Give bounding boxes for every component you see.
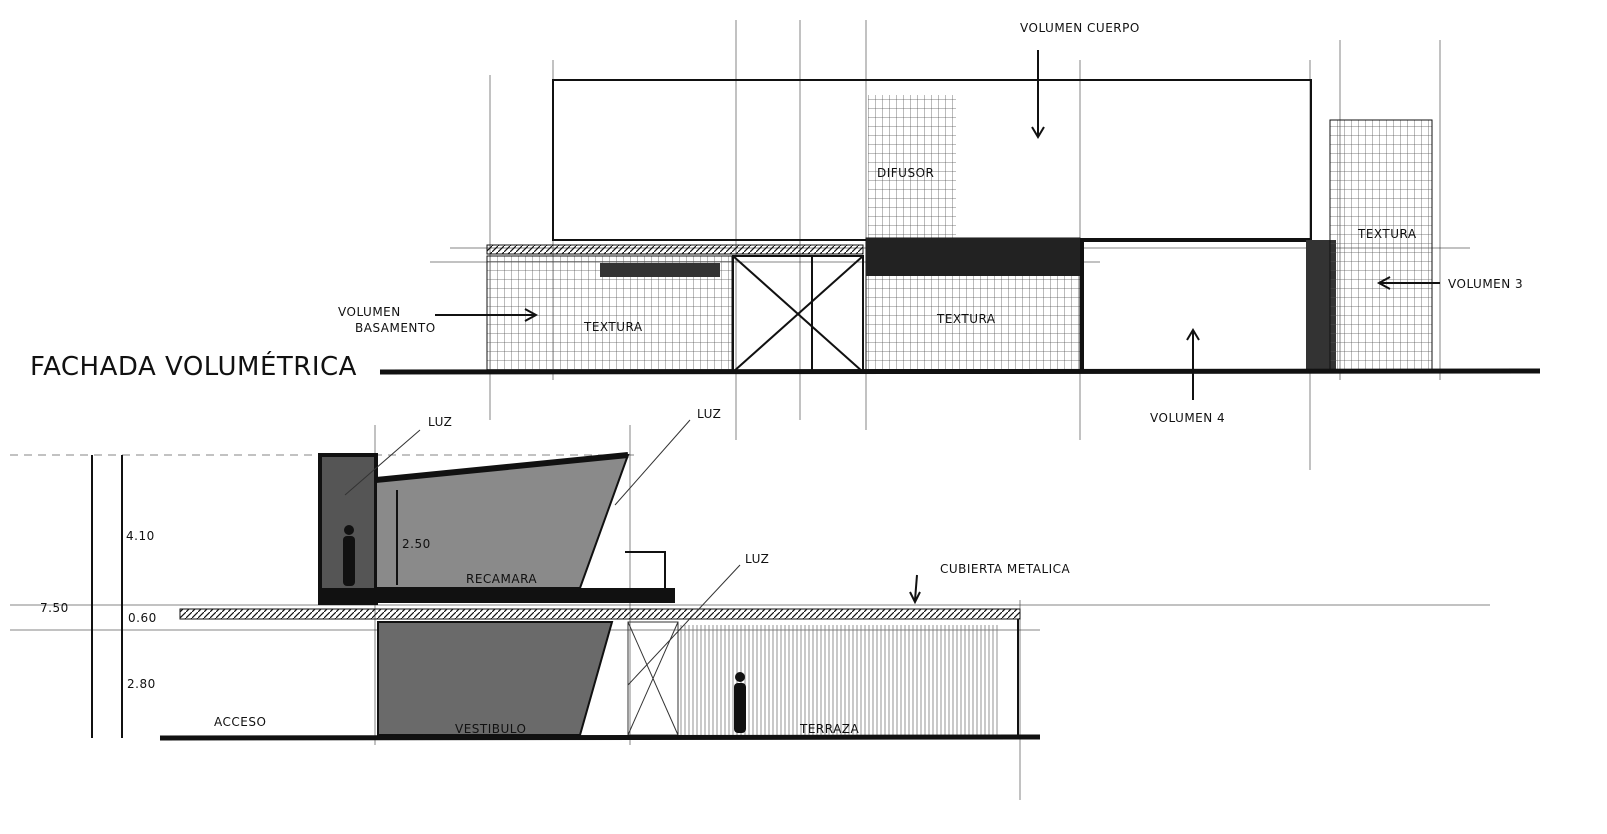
glass-panel bbox=[732, 255, 864, 373]
difusor-panel bbox=[868, 95, 956, 240]
luz-arrows bbox=[344, 419, 741, 686]
dim-upper: 4.10 bbox=[126, 529, 155, 543]
arrow-right bbox=[435, 308, 539, 322]
label-recamara: RECAMARA bbox=[466, 572, 537, 586]
dim-total: 7.50 bbox=[40, 601, 69, 615]
dim-room: 2.50 bbox=[402, 537, 431, 551]
label-volumen-basamento-1: VOLUMEN bbox=[338, 305, 401, 319]
label-volumen-basamento-2: BASAMENTO bbox=[355, 321, 436, 335]
volumen-3-block bbox=[1329, 119, 1433, 373]
vestibulo-volume bbox=[377, 621, 614, 736]
label-volumen-4: VOLUMEN 4 bbox=[1150, 411, 1225, 425]
label-volumen-cuerpo: VOLUMEN CUERPO bbox=[1020, 21, 1140, 35]
upper-floor-slab bbox=[320, 588, 675, 603]
arrow-up bbox=[1186, 328, 1200, 400]
label-textura-1: TEXTURA bbox=[583, 320, 643, 334]
cubierta-slab bbox=[179, 608, 1021, 620]
section-ground-line bbox=[159, 734, 1041, 741]
person-figures bbox=[343, 525, 746, 733]
slab bbox=[486, 244, 864, 255]
balcony-rail bbox=[625, 551, 666, 588]
section-drawing bbox=[91, 419, 1041, 741]
dim-slab: 0.60 bbox=[128, 611, 157, 625]
label-textura-2: TEXTURA bbox=[936, 312, 996, 326]
label-cubierta-metalica: CUBIERTA METALICA bbox=[940, 562, 1071, 576]
label-textura-3: TEXTURA bbox=[1357, 227, 1417, 241]
dark-band bbox=[866, 238, 1080, 276]
label-acceso: ACCESO bbox=[214, 715, 266, 729]
label-vestibulo: VESTIBULO bbox=[455, 722, 527, 736]
label-volumen-3: VOLUMEN 3 bbox=[1448, 277, 1523, 291]
arrow-cubierta bbox=[909, 574, 921, 605]
label-luz-1: LUZ bbox=[428, 415, 452, 429]
arrow-left bbox=[1376, 276, 1440, 290]
ground-line bbox=[379, 368, 1541, 375]
arrow-down bbox=[1031, 50, 1045, 139]
label-terraza: TERRAZA bbox=[799, 722, 860, 736]
volumetric-facade bbox=[379, 50, 1541, 400]
dim-lower: 2.80 bbox=[127, 677, 156, 691]
volumen-4-frame bbox=[1080, 238, 1310, 372]
drawing-title: FACHADA VOLUMÉTRICA bbox=[30, 350, 357, 382]
terraza-volume bbox=[678, 625, 998, 735]
label-difusor: DIFUSOR bbox=[877, 166, 934, 180]
label-luz-3: LUZ bbox=[745, 552, 769, 566]
roof-line bbox=[375, 452, 629, 483]
shadow-band bbox=[600, 263, 720, 277]
label-luz-2: LUZ bbox=[697, 407, 721, 421]
dimension-lines bbox=[91, 455, 398, 738]
